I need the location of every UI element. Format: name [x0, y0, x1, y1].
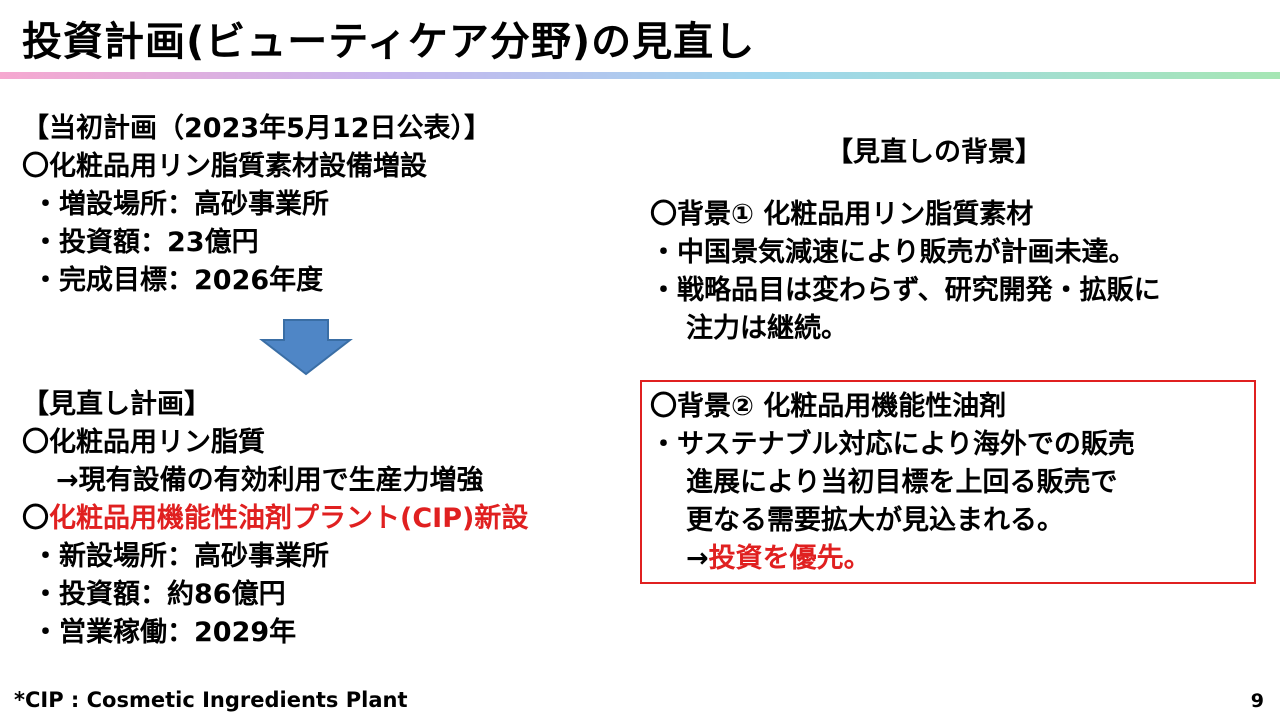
background-1-line-1: ・中国景気減速により販売が計画未達。 — [650, 237, 1136, 268]
background-1-line-2: ・戦略品目は変わらず、研究開発・拡販に — [650, 275, 1161, 306]
revised-plan-bullet-investment: ・投資額：約86億円 — [32, 579, 286, 610]
background-2-arrow: → — [686, 543, 709, 574]
revised-plan-bullet-location: ・新設場所：高砂事業所 — [32, 541, 329, 572]
original-plan-bullet-target: ・完成目標：2026年度 — [32, 265, 324, 296]
original-plan-bullet-location: ・増設場所：高砂事業所 — [32, 189, 329, 220]
revised-plan-bullet-operation: ・営業稼働：2029年 — [32, 617, 297, 648]
background-2-line-3: 更なる需要拡大が見込まれる。 — [686, 505, 1064, 536]
original-plan-section: 【当初計画（2023年5月12日公表）】 〇化粧品用リン脂質素材設備増設 ・増設… — [22, 110, 491, 300]
revised-plan-item-phospholipid-note: →現有設備の有効利用で生産力増強 — [56, 465, 484, 496]
revised-plan-item-cip: 〇化粧品用機能性油剤プラント(CIP)新設 — [22, 500, 528, 538]
original-plan-heading: 【当初計画（2023年5月12日公表）】 — [22, 113, 492, 144]
down-arrow-icon — [259, 319, 353, 376]
background-1-line-3: 注力は継続。 — [686, 313, 848, 344]
revised-plan-item-phospholipid: 〇化粧品用リン脂質 — [22, 427, 265, 458]
background-2-box — [640, 380, 1256, 584]
page-number: 9 — [1250, 690, 1264, 712]
cip-new-plant-text: 化粧品用機能性油剤プラント(CIP)新設 — [49, 503, 529, 534]
background-2-section: 〇背景② 化粧品用機能性油剤 ・サステナブル対応により海外での販売 進展により当… — [650, 388, 1135, 578]
background-2-title: 〇背景② 化粧品用機能性油剤 — [650, 391, 1007, 422]
background-2-line-1: ・サステナブル対応により海外での販売 — [650, 429, 1135, 460]
title-gradient-bar — [0, 72, 1280, 79]
original-plan-bullet-investment: ・投資額：23億円 — [32, 227, 259, 258]
revised-plan-heading: 【見直し計画】 — [22, 389, 211, 420]
circle-mark: 〇 — [22, 503, 49, 534]
slide-title: 投資計画(ビューティケア分野)の見直し — [22, 19, 756, 65]
background-1-section: 〇背景① 化粧品用リン脂質素材 ・中国景気減速により販売が計画未達。 ・戦略品目… — [650, 196, 1161, 348]
background-1-title: 〇背景① 化粧品用リン脂質素材 — [650, 199, 1034, 230]
revised-plan-section: 【見直し計画】 〇化粧品用リン脂質 →現有設備の有効利用で生産力増強 〇化粧品用… — [22, 386, 528, 652]
investment-priority-text: 投資を優先。 — [708, 543, 871, 574]
footnote: *CIP : Cosmetic Ingredients Plant — [14, 688, 408, 712]
background-2-line-2: 進展により当初目標を上回る販売で — [686, 467, 1118, 498]
background-heading: 【見直しの背景】 — [826, 137, 1042, 168]
background-2-line-4: →投資を優先。 — [650, 540, 1135, 578]
original-plan-item: 〇化粧品用リン脂質素材設備増設 — [22, 151, 427, 182]
